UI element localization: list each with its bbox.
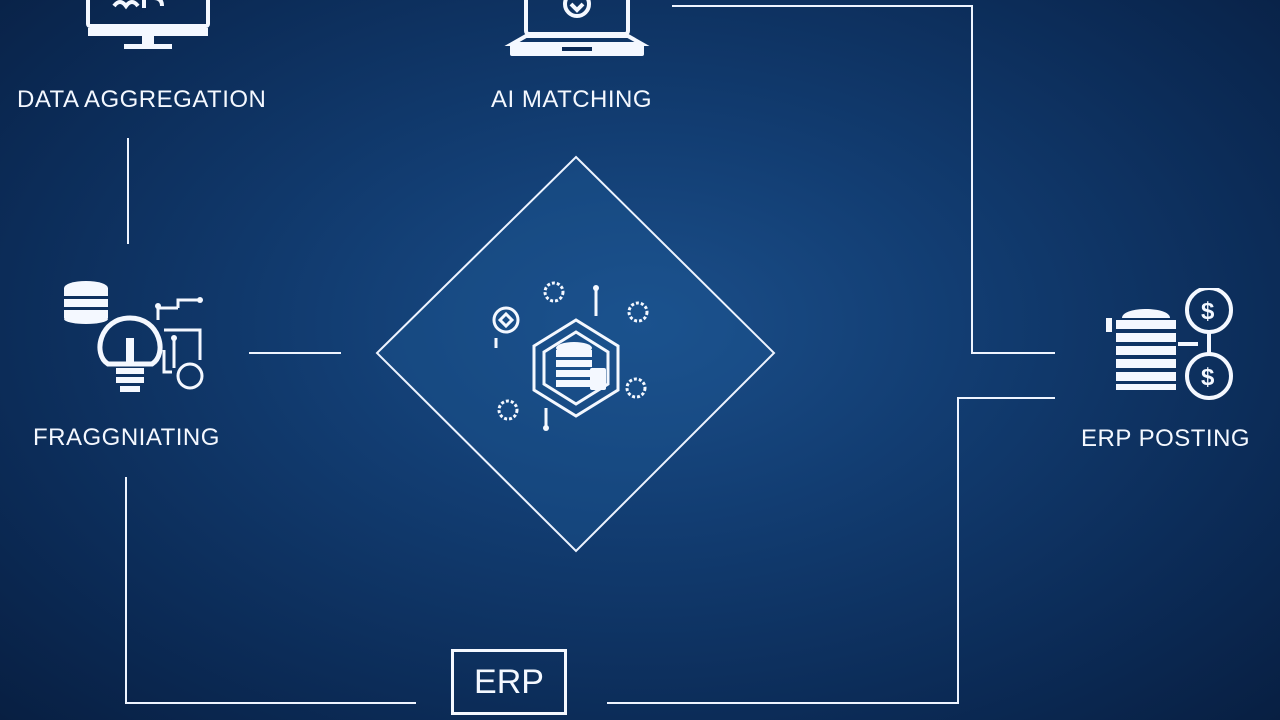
connector-ai-to-erp-posting: [672, 5, 1055, 354]
label-ai-matching: AI MATCHING: [491, 86, 653, 113]
label-data-aggregation: DATA AGGREGATION: [17, 86, 267, 113]
hexagon-database-network-icon: [486, 278, 666, 438]
server-dollar-icon: $ $: [1104, 286, 1238, 400]
svg-text:$: $: [1201, 298, 1215, 325]
monitor-icon: [84, 0, 212, 56]
connector-fragmenting-to-erp: [125, 477, 416, 704]
label-erp-posting: ERP POSTING: [1081, 425, 1251, 452]
erp-label: ERP: [474, 662, 544, 701]
label-fragmenting: FRAGGNIATING: [33, 424, 220, 451]
laptop-icon: [502, 0, 652, 62]
connector-erp-posting-to-erp: [607, 397, 1055, 704]
database-lightbulb-icon: [60, 278, 210, 396]
erp-box: ERP: [451, 649, 567, 715]
svg-text:$: $: [1201, 364, 1215, 391]
